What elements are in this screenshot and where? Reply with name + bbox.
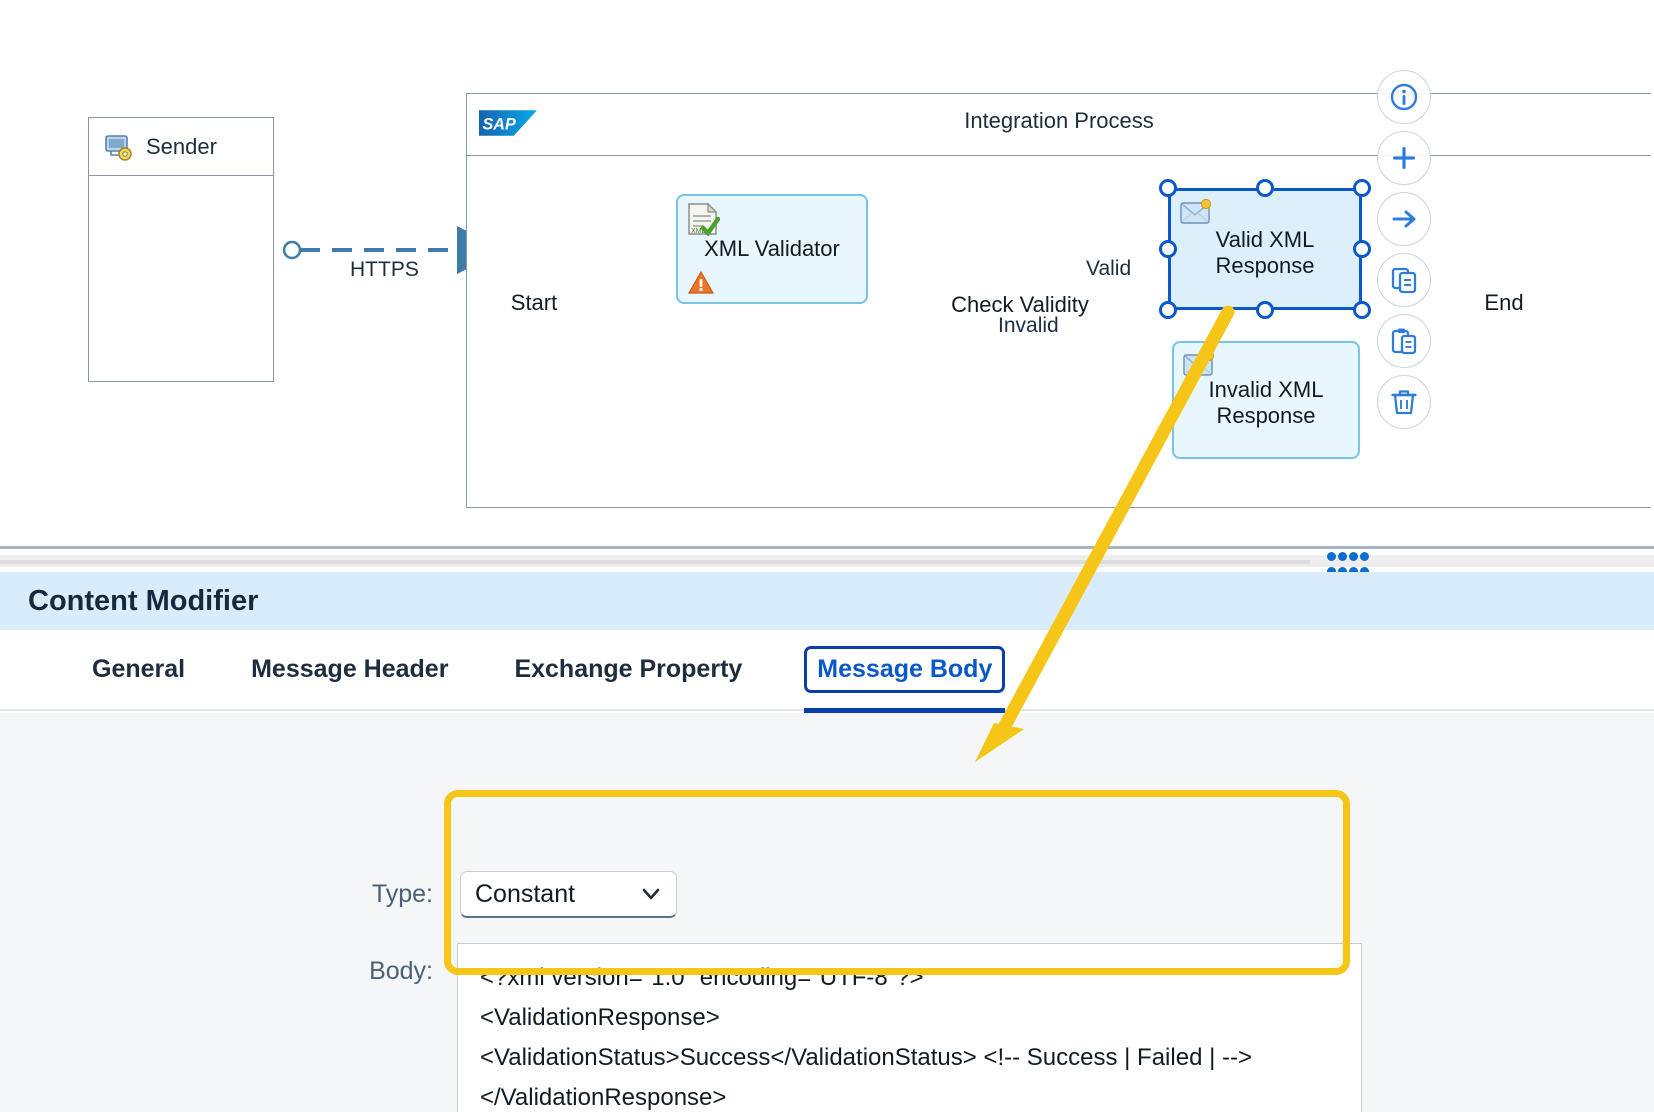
type-select[interactable]: Constant <box>460 871 677 918</box>
body-line: <ValidationResponse> <box>480 1004 720 1031</box>
type-label: Type: <box>371 880 433 908</box>
tab-exchange-property[interactable]: Exchange Property <box>514 655 743 683</box>
flow-label-invalid: Invalid <box>998 314 1059 337</box>
message-flow-label-https: HTTPS <box>350 258 419 281</box>
body-label: Body: <box>369 957 433 985</box>
task-label-xml-validator: XML Validator <box>704 236 840 261</box>
type-select-value: Constant <box>475 879 576 908</box>
body-line: <ValidationStatus>Success</ValidationSta… <box>480 1044 1252 1071</box>
properties-panel-header: Content Modifier <box>0 572 1654 630</box>
resize-handle-nw[interactable] <box>1159 179 1177 197</box>
task-label-valid-xml-response-line2: Response <box>1215 253 1315 278</box>
sender-participant-pool[interactable]: Sender <box>88 117 274 382</box>
copy-icon <box>1391 267 1417 294</box>
resize-handle-n[interactable] <box>1256 179 1274 197</box>
svg-text:SAP: SAP <box>482 115 516 133</box>
toolbar-copy-button[interactable] <box>1377 253 1431 307</box>
arrow-right-icon <box>1392 210 1416 228</box>
page-title: Content Modifier <box>28 584 259 617</box>
chevron-down-icon <box>642 888 660 900</box>
resize-handle-se[interactable] <box>1353 301 1371 319</box>
bpmn-canvas[interactable]: Sender HTTPS SAP Integration Proces <box>0 0 1654 556</box>
info-icon <box>1390 83 1418 111</box>
sender-system-icon <box>105 134 132 161</box>
integration-process-pool[interactable]: SAP Integration Process <box>466 93 1651 508</box>
properties-tab-bar[interactable]: General Message Header Exchange Property… <box>0 630 1654 716</box>
resize-handle-sw[interactable] <box>1159 301 1177 319</box>
toolbar-connect-button[interactable] <box>1377 192 1431 246</box>
trash-icon <box>1391 390 1417 415</box>
resize-handle-ne[interactable] <box>1353 179 1371 197</box>
tab-message-header[interactable]: Message Header <box>251 655 449 683</box>
toolbar-add-button[interactable] <box>1377 131 1431 185</box>
body-textarea[interactable]: <?xml version="1.0" encoding="UTF-8"?> <… <box>457 943 1362 1112</box>
svg-text:XML: XML <box>691 228 706 235</box>
resize-grip-icon[interactable] <box>1326 549 1370 579</box>
paste-icon <box>1391 328 1417 355</box>
task-invalid-xml-response[interactable]: Invalid XML Response <box>1172 341 1360 459</box>
task-label-invalid-xml-response-line1: Invalid XML <box>1208 377 1324 402</box>
integration-process-header: SAP Integration Process <box>467 94 1651 156</box>
resize-handle-s[interactable] <box>1256 301 1274 319</box>
toolbar-paste-button[interactable] <box>1377 314 1431 368</box>
tab-message-body[interactable]: Message Body <box>804 646 1006 716</box>
sender-pool-header: Sender <box>89 118 273 176</box>
resize-handle-w[interactable] <box>1159 240 1177 258</box>
flow-label-valid: Valid <box>1086 257 1132 280</box>
resize-handle-e[interactable] <box>1353 240 1371 258</box>
panel-splitter[interactable] <box>0 546 1654 576</box>
tab-general[interactable]: General <box>92 655 186 683</box>
sap-logo: SAP <box>479 110 537 136</box>
task-xml-validator[interactable]: XML XML Validator <box>676 194 868 304</box>
splitter-scroll-line <box>0 560 1310 564</box>
toolbar-delete-button[interactable] <box>1377 375 1431 429</box>
task-label-valid-xml-response-line1: Valid XML <box>1215 227 1315 252</box>
type-field-row: Type: Constant <box>363 871 677 918</box>
splitter-top-rule <box>0 546 1654 549</box>
sender-pool-label: Sender <box>146 133 217 159</box>
xml-document-check-icon: XML <box>688 202 720 236</box>
integration-process-title: Integration Process <box>964 108 1154 133</box>
body-line: <?xml version="1.0" encoding="UTF-8"?> <box>480 964 924 991</box>
message-body-form: Type: Constant Body: <?xml version="1.0"… <box>0 713 1654 1112</box>
body-field-row: Body: <?xml version="1.0" encoding="UTF-… <box>360 943 1362 1112</box>
properties-panel: Content Modifier General Message Header … <box>0 572 1654 1112</box>
warning-icon <box>688 270 714 294</box>
body-line: </ValidationResponse> <box>480 1084 727 1111</box>
task-valid-xml-response[interactable]: Valid XML Response <box>1168 188 1362 310</box>
plus-icon <box>1393 147 1415 169</box>
message-icon <box>1180 198 1212 224</box>
task-label-invalid-xml-response-line2: Response <box>1216 403 1316 428</box>
toolbar-info-button[interactable] <box>1377 70 1431 124</box>
